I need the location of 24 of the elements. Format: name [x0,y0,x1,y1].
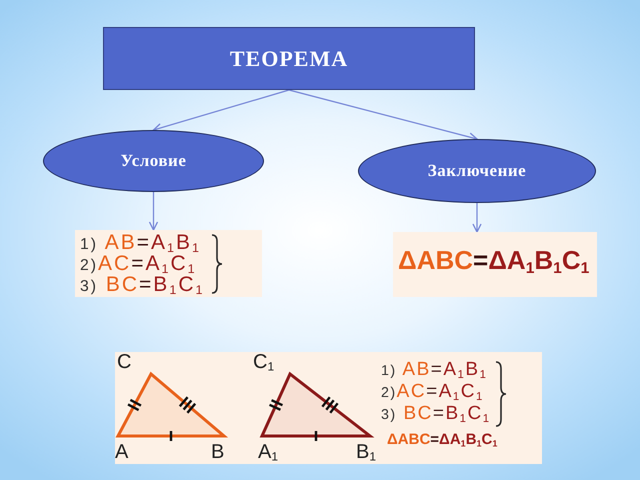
vertex-label: A$_{1}$ [258,442,278,462]
ellipse-node: Условие [43,130,264,192]
formula: 1) AB=A$_{1}$B$_{1}$ [381,360,488,380]
arrow [472,203,482,233]
formula-panel [393,232,597,297]
vertex-label: B [211,442,224,462]
heading-box: ТЕОРЕМА [103,27,475,90]
vertex-label: B$_{1}$ [356,442,376,462]
arrow [288,89,478,142]
formula-panel [75,230,262,297]
arrow [148,192,158,231]
vertex-label: A [115,442,128,462]
formula: 2)AC=A$_{1}$C$_{1}$ [80,253,197,276]
vertex-label: C [117,352,132,372]
formula: 2)AC=A$_{1}$C$_{1}$ [381,382,484,402]
vertex-label: C$_{1}$ [253,352,274,372]
formula: ΔABC=ΔA$_{1}$B$_{1}$C$_{1}$ [398,247,590,274]
formula: 3) BC=B$_{1}$C$_{1}$ [381,404,491,424]
formula: ΔABC=ΔA$_{1}$B$_{1}$C$_{1}$ [387,432,498,448]
ellipse-node: Заключение [358,139,596,203]
formula: 3) BC=B$_{1}$C$_{1}$ [80,274,205,296]
formula: 1) AB=A$_{1}$B$_{1}$ [80,232,202,254]
figure-panel [115,352,542,464]
arrow [152,89,290,132]
